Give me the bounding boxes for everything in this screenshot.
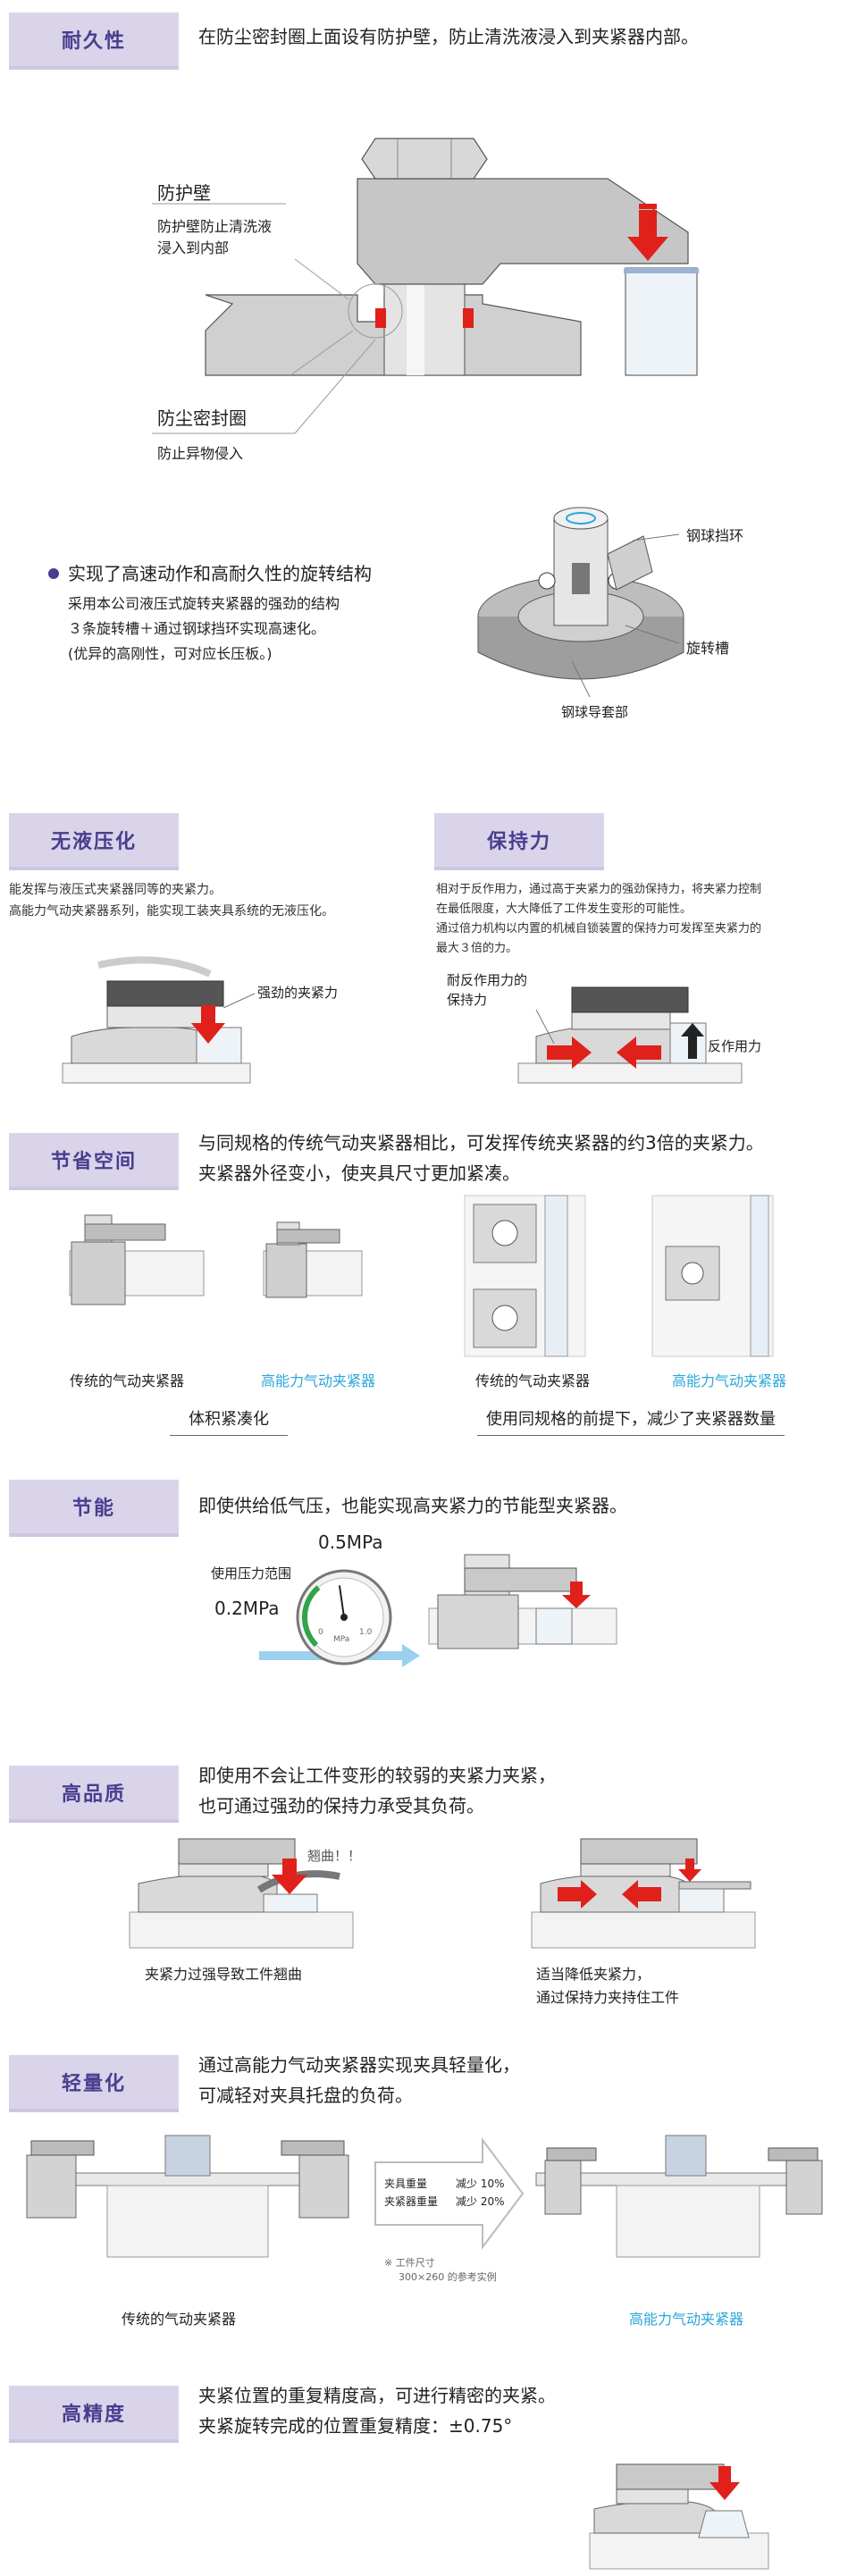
wall-desc-2: 浸入到内部	[157, 239, 230, 256]
quality-diagram	[129, 1838, 756, 1949]
precision-line-2: 夹紧旋转完成的位置重复精度：±0.75°	[198, 2415, 513, 2437]
row2-label: 夹紧器重量	[384, 2195, 439, 2208]
holding-line-1: 相对于反作用力，通过高于夹紧力的强劲保持力，将夹紧力控制	[436, 883, 762, 896]
precision-line-1: 夹紧位置的重复精度高，可进行精密的夹紧。	[198, 2385, 556, 2406]
label-high-2: 高能力气动夹紧器	[672, 1372, 787, 1389]
note-1: ※ 工件尺寸	[384, 2257, 435, 2269]
pressure-range-label: 使用压力范围	[211, 1565, 292, 1582]
durability-tag: 耐久性	[9, 13, 179, 70]
rotation-diagram	[477, 507, 684, 698]
rotation-line-2: ３条旋转槽＋通过钢球挡环实现高速化。	[68, 620, 326, 637]
no-hydraulic-tag: 无液压化	[9, 813, 179, 870]
gauge-range-arc	[302, 1585, 321, 1648]
energy-diagram	[259, 1554, 617, 1667]
rotation-title: 实现了高速动作和高耐久性的旋转结构	[68, 563, 372, 584]
quality-cap-right-2: 通过保持力夹持住工件	[536, 1989, 680, 2006]
quality-tag: 高品质	[9, 1766, 179, 1823]
label-ball-guide: 钢球导套部	[561, 704, 629, 720]
gauge-min: 0	[318, 1628, 323, 1637]
light-diagram	[26, 2135, 823, 2258]
space-line-1: 与同规格的传统气动夹紧器相比，可发挥传统夹紧器的约3倍的夹紧力。	[198, 1132, 764, 1154]
no-hydraulic-line-1: 能发挥与液压式夹紧器同等的夹紧力。	[9, 883, 222, 897]
label-strong-force: 强劲的夹紧力	[257, 985, 339, 1001]
quality-cap-right-1: 适当降低夹紧力，	[536, 1966, 651, 1983]
bend-label: 翘曲！！	[307, 1848, 362, 1864]
seal-desc: 防止异物侵入	[157, 445, 244, 462]
holding-line-4: 最大３倍的力。	[436, 942, 518, 955]
row1-value: 减少 10%	[456, 2177, 505, 2190]
energy-tag: 节能	[9, 1480, 179, 1537]
energy-desc: 即使供给低气压，也能实现高夹紧力的节能型夹紧器。	[198, 1495, 627, 1516]
durability-diagram	[152, 138, 699, 434]
light-line-1: 通过高能力气动夹紧器实现夹具轻量化，	[198, 2054, 520, 2076]
bullet-dot	[48, 568, 59, 579]
row1-label: 夹具重量	[384, 2177, 428, 2190]
gauge-unit: MPa	[333, 1635, 350, 1644]
box-compact: 体积紧凑化	[170, 1406, 288, 1436]
light-cap-left: 传统的气动夹紧器	[122, 2311, 237, 2328]
quality-line-1: 即使用不会让工件变形的较弱的夹紧力夹紧，	[198, 1765, 556, 1786]
space-diagram	[69, 1195, 774, 1357]
space-line-2: 夹紧器外径变小，使夹具尺寸更加紧凑。	[198, 1162, 520, 1184]
box-reduce: 使用同规格的前提下，减少了夹紧器数量	[477, 1406, 785, 1436]
no-hydraulic-line-2: 高能力气动夹紧器系列，能实现工装夹具系统的无液压化。	[9, 904, 334, 919]
durability-desc: 在防尘密封圈上面设有防护壁，防止清洗液浸入到夹紧器内部。	[198, 26, 699, 47]
row2-value: 减少 20%	[456, 2195, 505, 2208]
label-conv-2: 传统的气动夹紧器	[475, 1372, 591, 1389]
light-cap-right: 高能力气动夹紧器	[629, 2311, 744, 2328]
label-high-1: 高能力气动夹紧器	[261, 1372, 376, 1389]
wall-desc-1: 防护壁防止清洗液	[157, 218, 273, 235]
holding-line-3: 通过倍力机构以内置的机械自锁装置的保持力可发挥至夹紧力的	[436, 922, 762, 936]
light-tag: 轻量化	[9, 2055, 179, 2112]
pressure-low: 0.2MPa	[214, 1598, 280, 1619]
label-groove: 旋转槽	[686, 640, 730, 657]
label-hold-2: 保持力	[447, 992, 488, 1008]
holding-tag: 保持力	[434, 813, 604, 870]
no-hydraulic-diagram	[62, 956, 256, 1084]
quality-line-2: 也可通过强劲的保持力承受其负荷。	[198, 1795, 484, 1817]
gauge-max: 1.0	[359, 1628, 373, 1637]
label-ball-ring: 钢球挡环	[686, 527, 744, 544]
note-2: 300×260 的参考实例	[399, 2271, 497, 2283]
pressure-high: 0.5MPa	[318, 1531, 383, 1553]
quality-cap-left: 夹紧力过强导致工件翘曲	[145, 1966, 303, 1983]
holding-diagram	[517, 986, 743, 1084]
wall-title: 防护壁	[157, 182, 211, 204]
light-line-2: 可减轻对夹具托盘的负荷。	[198, 2085, 413, 2106]
holding-line-2: 在最低限度，大大降低了工件发生变形的可能性。	[436, 902, 693, 916]
seal-title: 防尘密封圈	[157, 407, 247, 429]
label-conv-1: 传统的气动夹紧器	[70, 1372, 185, 1389]
label-hold-1: 耐反作用力的	[447, 972, 528, 988]
rotation-line-3: (优异的高刚性，可对应长压板。)	[68, 645, 273, 662]
gauge-needle	[338, 1585, 345, 1618]
space-tag: 节省空间	[9, 1133, 179, 1190]
label-reaction: 反作用力	[708, 1038, 762, 1054]
rotation-line-1: 采用本公司液压式旋转夹紧器的强劲的结构	[68, 595, 340, 612]
precision-tag: 高精度	[9, 2386, 179, 2443]
